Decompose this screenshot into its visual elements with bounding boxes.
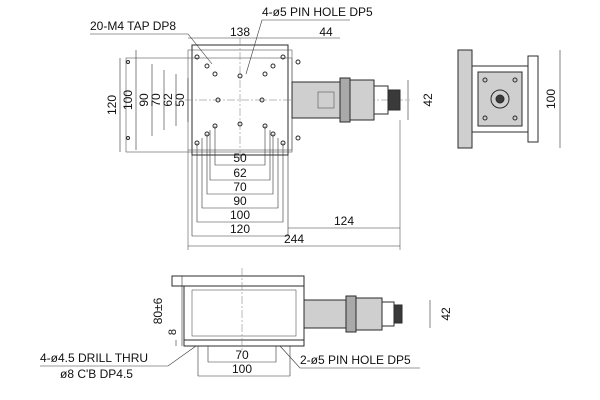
- dim-50-vertical: 50: [173, 93, 187, 107]
- dim-62-horizontal: 62: [233, 166, 247, 180]
- dim-bracket-50: [214, 126, 266, 166]
- tap-hole: [237, 121, 243, 127]
- tap-hole: [237, 73, 243, 79]
- side-body-inner: [191, 289, 297, 337]
- dim-42-side: 42: [439, 307, 453, 321]
- side-motor-flange: [345, 295, 357, 333]
- pin-bottom-callout-leader: [279, 345, 420, 369]
- dim-50-horizontal: 50: [233, 151, 247, 165]
- side-base: [183, 339, 305, 347]
- pin-hole-callout-top: 4-ø5 PIN HOLE DP5: [262, 5, 373, 19]
- end-view-dimension-labels: 100: [544, 89, 558, 109]
- side-knob: [393, 304, 403, 324]
- shaft-center: [495, 94, 505, 104]
- top-view: [90, 19, 410, 250]
- tap-hole: [259, 97, 265, 103]
- tap-hole: [270, 63, 276, 69]
- end-hole: [512, 115, 518, 121]
- drill-callout-leader: [40, 345, 197, 367]
- dim-bracket-100: [196, 143, 284, 223]
- shaft-circle: [490, 89, 510, 109]
- tap-hole: [212, 71, 218, 77]
- motor-assembly-top: [291, 77, 401, 123]
- end-view: [457, 49, 561, 149]
- end-hole: [512, 77, 518, 83]
- dim-44: 44: [319, 25, 333, 39]
- dim-120-vertical: 120: [105, 95, 119, 115]
- side-body: [183, 285, 305, 341]
- side-coupling: [303, 299, 347, 329]
- dim-100-horizontal: 100: [230, 208, 250, 222]
- dim-bracket-70: [206, 134, 274, 195]
- dim-100-vertical: 100: [121, 90, 135, 110]
- end-hole: [482, 77, 488, 83]
- tap-hole: [295, 59, 301, 65]
- coupling-housing: [291, 81, 341, 119]
- top-view-dimension-labels: 138 44 120 100 90 70 62 50 42 50 62 70 9…: [105, 25, 435, 246]
- dim-244: 244: [284, 232, 304, 246]
- dim-70-vertical: 70: [149, 93, 163, 107]
- side-motor-body: [355, 297, 383, 331]
- side-motor-end: [381, 301, 395, 327]
- tap-callout: 20-M4 TAP DP8: [90, 19, 176, 33]
- dim-120-horizontal: 120: [230, 222, 250, 236]
- pin-callout-leader: [245, 19, 350, 75]
- tap-hole: [262, 71, 268, 77]
- dim-100-side: 100: [232, 362, 252, 376]
- tap-hole: [194, 54, 200, 60]
- knob: [387, 89, 401, 111]
- dim-62-vertical: 62: [161, 93, 175, 107]
- tap-hole: [215, 97, 221, 103]
- bottom-nested-dims: [191, 126, 289, 237]
- dim-138: 138: [230, 25, 250, 39]
- side-view: [40, 268, 431, 377]
- tap-hole: [295, 135, 301, 141]
- dim-42-top: 42: [421, 93, 435, 107]
- pin-hole-callout-bottom: 2-ø5 PIN HOLE DP5: [300, 353, 411, 367]
- dim-70-side: 70: [235, 348, 249, 362]
- dim-124: 124: [334, 214, 354, 228]
- dim-bracket-90: [201, 138, 279, 209]
- tap-hole: [204, 63, 210, 69]
- motor-flange: [339, 77, 351, 123]
- end-flange: [457, 49, 473, 149]
- dim-80-side: 80±6: [151, 297, 165, 324]
- dim-70-horizontal: 70: [233, 180, 247, 194]
- dim-bracket-100-side: [197, 346, 291, 377]
- motor-body: [349, 79, 375, 121]
- tap-hole: [126, 60, 130, 64]
- tap-callout-leader: [90, 33, 213, 65]
- coupling-window: [317, 91, 335, 109]
- drill-callout: 4-ø4.5 DRILL THRU: [40, 351, 148, 365]
- dim-8-side: 8: [167, 329, 179, 335]
- dim-bracket-120: [191, 150, 289, 237]
- callout-labels: 20-M4 TAP DP8 4-ø5 PIN HOLE DP5 4-ø4.5 D…: [40, 5, 411, 381]
- dim-90-vertical: 90: [137, 93, 151, 107]
- dim-100-end: 100: [544, 89, 558, 109]
- side-view-dimension-labels: 80±6 8 42 70 100: [151, 297, 453, 376]
- end-plate: [527, 55, 539, 143]
- dim-90-horizontal: 90: [233, 194, 247, 208]
- tap-hole: [126, 136, 130, 140]
- dim-bracket-62: [209, 130, 271, 181]
- tap-hole: [280, 54, 286, 60]
- side-top-plate: [171, 275, 305, 287]
- dim-bracket-70-side: [207, 346, 277, 363]
- counterbore-callout: ø8 C'B DP4.5: [60, 367, 133, 381]
- end-hole: [482, 115, 488, 121]
